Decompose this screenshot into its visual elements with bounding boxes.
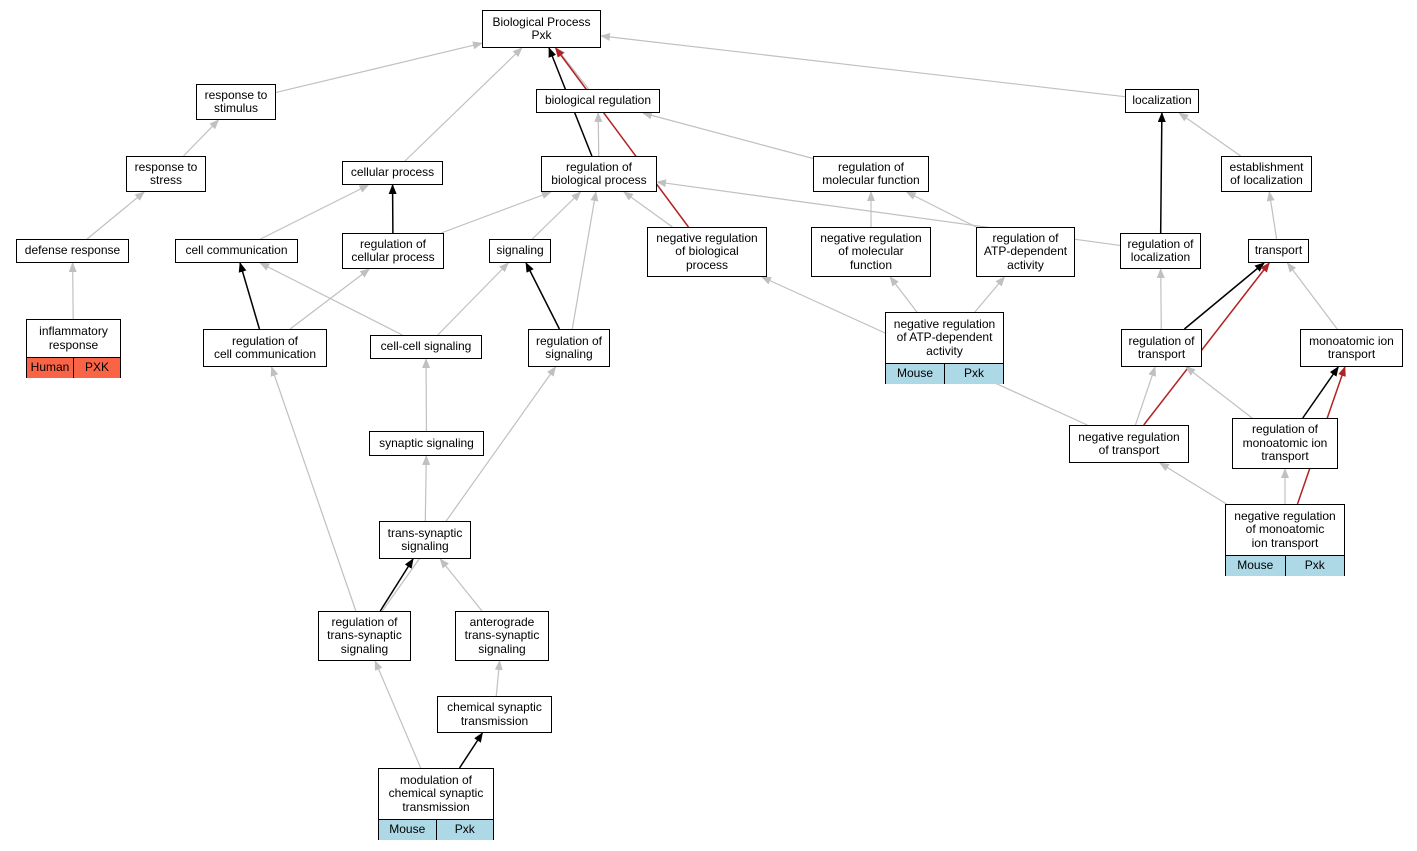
node-transport[interactable]: transport — [1248, 239, 1309, 263]
edge-regulation-of-localization-to-localization — [1157, 112, 1166, 234]
node-biological-regulation[interactable]: biological regulation — [536, 89, 660, 113]
gene-tag-pxk: Pxk — [1284, 556, 1344, 576]
species-tag-mouse: Mouse — [379, 820, 436, 840]
edge-regulation-of-monoatomic-ion-transport-to-regulation-of-transport — [1185, 366, 1253, 419]
node-regulation-of-transport[interactable]: regulation of transport — [1121, 329, 1202, 367]
edge-modulation-of-chemical-synaptic-transmission-to-regulation-of-trans-synaptic-signaling — [374, 660, 422, 769]
edge-transport-to-establishment-of-localization — [1266, 191, 1278, 240]
edge-localization-to-root — [600, 32, 1126, 98]
species-tag-mouse: Mouse — [886, 364, 944, 384]
node-response-to-stimulus[interactable]: response to stimulus — [196, 84, 276, 120]
edge-regulation-of-biological-process-to-biological-regulation — [594, 112, 603, 157]
edge-biological-regulation-to-root — [555, 47, 590, 90]
edge-cell-cell-signaling-to-cell-communication — [259, 262, 403, 336]
edge-establishment-of-localization-to-localization — [1178, 112, 1242, 157]
annotation-tags: Mouse Pxk — [1226, 555, 1344, 576]
edge-regulation-of-molecular-function-to-biological-regulation — [641, 111, 814, 160]
gene-tag-pxk: Pxk — [435, 820, 493, 840]
node-signaling[interactable]: signaling — [489, 239, 551, 263]
gene-tag-pxk: PXK — [73, 358, 120, 378]
node-negative-regulation-of-molecular-function[interactable]: negative regulation of molecular functio… — [811, 227, 931, 277]
edge-monoatomic-ion-transport-to-transport — [1286, 262, 1338, 330]
edge-negative-regulation-of-transport-to-transport — [1143, 262, 1270, 426]
edge-cellular-process-to-root — [404, 47, 523, 162]
edge-inflammatory-response-to-defense-response — [68, 262, 77, 320]
node-cell-communication[interactable]: cell communication — [175, 239, 298, 263]
node-trans-synaptic-signaling[interactable]: trans-synaptic signaling — [379, 521, 471, 559]
edge-negative-regulation-of-atp-dependent-activity-to-negative-regulation-of-molecular-function — [889, 276, 918, 313]
edge-defense-response-to-response-to-stress — [86, 191, 145, 240]
node-localization[interactable]: localization — [1125, 89, 1199, 113]
node-negative-regulation-of-biological-process[interactable]: negative regulation of biological proces… — [647, 227, 767, 277]
edge-regulation-of-atp-dependent-activity-to-regulation-of-molecular-function — [905, 191, 977, 228]
edge-negative-regulation-of-transport-to-regulation-of-transport — [1134, 366, 1156, 426]
annotation-tags: Mouse Pxk — [886, 363, 1003, 384]
edge-chemical-synaptic-transmission-to-anterograde-trans-synaptic-signaling — [494, 660, 503, 697]
edge-regulation-of-transport-to-regulation-of-localization — [1156, 268, 1165, 330]
species-tag-human: Human — [27, 358, 73, 378]
node-regulation-of-localization[interactable]: regulation of localization — [1120, 233, 1201, 269]
edge-cell-cell-signaling-to-signaling — [437, 262, 509, 336]
edge-regulation-of-transport-to-transport — [1183, 262, 1265, 330]
node-chemical-synaptic-transmission[interactable]: chemical synaptic transmission — [437, 696, 552, 733]
species-tag-mouse: Mouse — [1226, 556, 1285, 576]
edge-regulation-of-signaling-to-regulation-of-biological-process — [571, 191, 599, 330]
node-negative-regulation-of-atp-dependent-activity[interactable]: negative regulation of ATP-dependent act… — [885, 312, 1004, 384]
node-synaptic-signaling[interactable]: synaptic signaling — [369, 431, 484, 456]
edge-regulation-of-trans-synaptic-signaling-to-trans-synaptic-signaling — [379, 558, 414, 612]
edge-regulation-of-trans-synaptic-signaling-to-regulation-of-cell-communication — [270, 366, 357, 612]
node-establishment-of-localization[interactable]: establishment of localization — [1221, 156, 1312, 192]
edge-negative-regulation-of-atp-dependent-activity-to-regulation-of-atp-dependent-activity — [974, 276, 1006, 313]
node-regulation-of-cell-communication[interactable]: regulation of cell communication — [203, 329, 327, 367]
edge-response-to-stress-to-response-to-stimulus — [183, 119, 220, 157]
node-cell-cell-signaling[interactable]: cell-cell signaling — [370, 335, 482, 359]
edge-cell-communication-to-cellular-process — [260, 184, 370, 240]
edge-negative-regulation-of-biological-process-to-regulation-of-biological-process — [623, 191, 673, 228]
node-regulation-of-monoatomic-ion-transport[interactable]: regulation of monoatomic ion transport — [1232, 418, 1338, 469]
node-monoatomic-ion-transport[interactable]: monoatomic ion transport — [1300, 329, 1403, 367]
edge-regulation-of-cell-communication-to-regulation-of-cellular-process — [289, 268, 371, 330]
edge-trans-synaptic-signaling-to-synaptic-signaling — [422, 455, 431, 522]
node-regulation-of-cellular-process[interactable]: regulation of cellular process — [342, 233, 444, 269]
edge-regulation-of-trans-synaptic-signaling-to-regulation-of-signaling — [381, 366, 557, 612]
annotation-tags: Human PXK — [27, 357, 120, 378]
node-inflammatory-response[interactable]: inflammatory response Human PXK — [26, 319, 121, 378]
edge-anterograde-trans-synaptic-signaling-to-trans-synaptic-signaling — [439, 558, 483, 612]
node-biological-process-root[interactable]: Biological Process Pxk — [482, 10, 601, 48]
node-cellular-process[interactable]: cellular process — [342, 161, 443, 185]
edge-signaling-to-regulation-of-biological-process — [531, 191, 582, 240]
edge-negative-regulation-of-biological-process-to-root — [554, 47, 690, 228]
node-anterograde-trans-synaptic-signaling[interactable]: anterograde trans-synaptic signaling — [455, 611, 549, 661]
node-negative-regulation-of-transport[interactable]: negative regulation of transport — [1069, 425, 1189, 463]
node-regulation-of-trans-synaptic-signaling[interactable]: regulation of trans-synaptic signaling — [318, 611, 411, 661]
edge-regulation-of-signaling-to-signaling — [525, 262, 561, 330]
node-regulation-of-biological-process[interactable]: regulation of biological process — [541, 156, 657, 192]
edge-regulation-of-cellular-process-to-regulation-of-biological-process — [440, 191, 552, 234]
edge-regulation-of-monoatomic-ion-transport-to-monoatomic-ion-transport — [1302, 366, 1339, 419]
node-regulation-of-molecular-function[interactable]: regulation of molecular function — [813, 156, 929, 192]
edge-response-to-stimulus-to-root — [275, 41, 483, 94]
node-defense-response[interactable]: defense response — [16, 239, 129, 263]
node-negative-regulation-of-monoatomic-ion-transport[interactable]: negative regulation of monoatomic ion tr… — [1225, 504, 1345, 576]
gene-tag-pxk: Pxk — [944, 364, 1003, 384]
edge-regulation-of-cell-communication-to-cell-communication — [238, 262, 261, 330]
edge-negative-regulation-of-monoatomic-ion-transport-to-negative-regulation-of-transport — [1159, 462, 1227, 505]
node-response-to-stress[interactable]: response to stress — [126, 156, 206, 192]
edge-modulation-of-chemical-synaptic-transmission-to-chemical-synaptic-transmission — [458, 732, 484, 769]
node-regulation-of-signaling[interactable]: regulation of signaling — [528, 329, 610, 367]
node-regulation-of-atp-dependent-activity[interactable]: regulation of ATP-dependent activity — [976, 227, 1075, 277]
annotation-tags: Mouse Pxk — [379, 819, 493, 840]
node-modulation-of-chemical-synaptic-transmission[interactable]: modulation of chemical synaptic transmis… — [378, 768, 494, 840]
